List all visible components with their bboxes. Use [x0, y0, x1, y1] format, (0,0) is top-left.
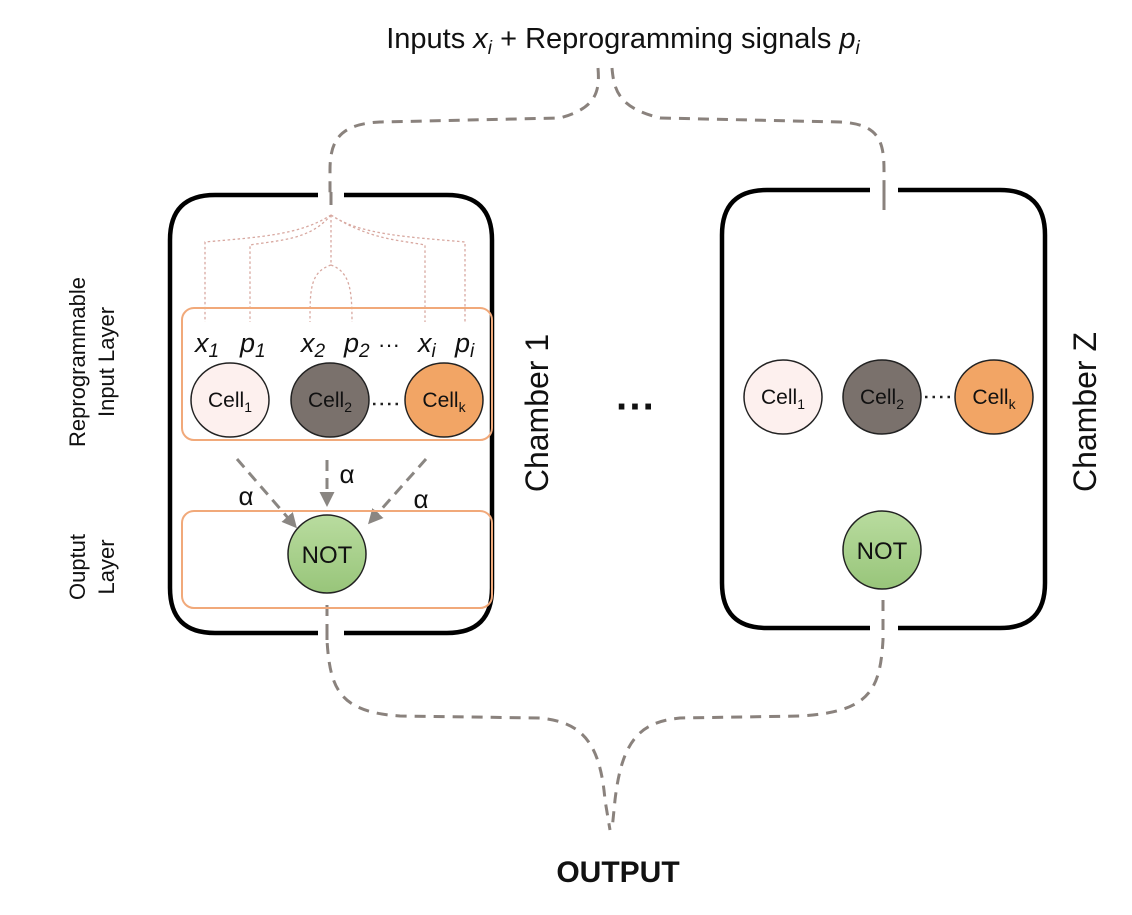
input-layer-label-line1: Reprogrammable	[65, 277, 90, 447]
not-gate-z: NOT	[842, 510, 922, 590]
input-var-p2: p2	[343, 328, 370, 362]
chamber-z-cell-1: Cell1	[743, 359, 823, 435]
output-layer-label-line2: Layer	[94, 539, 119, 594]
not-gate-1-circle	[287, 514, 367, 594]
chamber-z-cell-2: Cell2	[842, 359, 922, 435]
chamber-z-cell-2-label: Cell2	[860, 386, 904, 412]
cell-k-circle	[404, 362, 484, 438]
cell-1-label: Cell1	[208, 389, 252, 415]
input-var-x2: x2	[299, 328, 326, 362]
input-variables: x1 p1 x2 p2 ··· xi pi	[193, 328, 475, 362]
input-var-x1: x1	[193, 328, 219, 362]
weight-alpha-k: α	[413, 484, 428, 514]
input-var-xi: xi	[416, 328, 437, 362]
cell-2-circle	[290, 362, 370, 438]
cell-k: Cellk	[404, 362, 484, 438]
chamber-z-cell-1-label: Cell1	[761, 386, 805, 412]
weight-alpha-2: α	[339, 459, 354, 489]
chamber-z-label: Chamber Z	[1067, 332, 1103, 492]
chamber-z: Cell1 Cell2 Cellk NOT Chamber Z	[719, 187, 1103, 631]
chamber-1: x1 p1 x2 p2 ··· xi pi Cell1 Cell2 Cellk …	[167, 192, 555, 640]
arrow-cellk-to-not	[368, 458, 428, 525]
output-label: OUTPUT	[556, 856, 679, 889]
input-layer-label-line2: Input Layer	[94, 307, 119, 417]
chamber-z-cell-2-circle	[842, 359, 922, 435]
not-gate-z-label: NOT	[857, 538, 908, 565]
cell-1-circle	[190, 362, 270, 438]
weighted-connections: α α α	[235, 458, 429, 529]
chamber-z-border	[719, 187, 1048, 631]
chamber-1-label: Chamber 1	[519, 334, 555, 492]
not-gate-z-circle	[842, 510, 922, 590]
chamber-z-cell-1-circle	[743, 359, 823, 435]
output-layer-label-line1: Ouptut	[65, 534, 90, 600]
not-gate-1: NOT	[287, 514, 367, 594]
cell-1: Cell1	[190, 362, 270, 438]
input-wiring	[204, 214, 466, 323]
input-var-p1: p1	[239, 328, 266, 362]
chamber-z-cell-k-circle	[954, 359, 1034, 435]
chamber-z-cell-k: Cellk	[954, 359, 1034, 435]
chambers-ellipsis: ···	[616, 385, 656, 429]
cell-k-label: Cellk	[422, 389, 466, 415]
chamber-z-cell-k-label: Cellk	[972, 386, 1016, 412]
not-gate-1-label: NOT	[302, 542, 353, 569]
weight-alpha-1: α	[238, 481, 253, 511]
output-layer-box	[181, 510, 493, 609]
arrow-cell1-to-not	[235, 458, 297, 529]
input-layer-box	[181, 307, 493, 441]
input-ellipsis: ···	[378, 332, 400, 357]
input-bus-line	[328, 67, 886, 210]
cell-2-label: Cell2	[308, 389, 352, 415]
input-var-pi: pi	[454, 328, 475, 362]
output-bus-line	[325, 600, 885, 831]
cell-2: Cell2	[290, 362, 370, 438]
diagram-title: Inputs xi + Reprogramming signals pi	[386, 23, 860, 59]
